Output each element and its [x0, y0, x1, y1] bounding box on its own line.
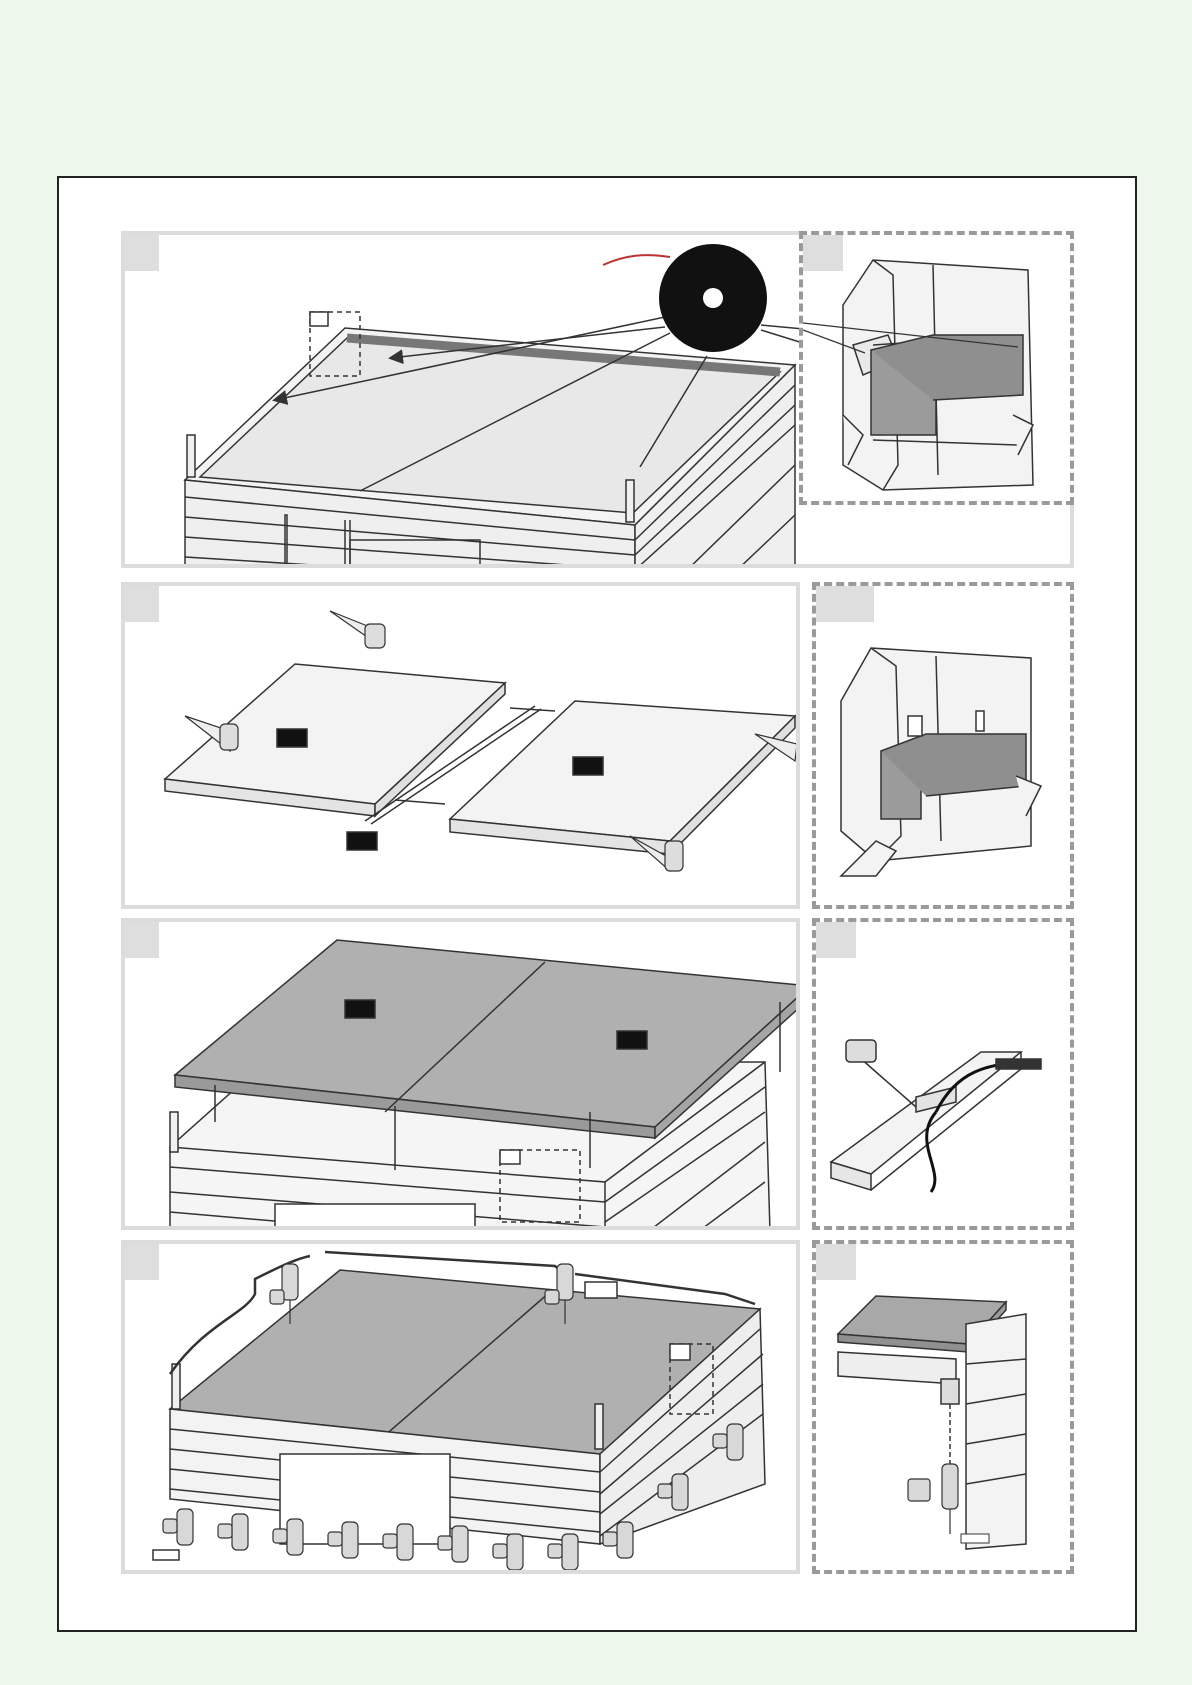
log-corner-detail-illustration: [816, 586, 1074, 909]
step-4-illustration: [125, 1244, 800, 1574]
instruction-sheet: [57, 176, 1137, 1632]
foam-tape-roll-icon: [603, 244, 767, 352]
step-3-detail-panel: [812, 918, 1074, 1230]
step-4-detail-panel: [812, 1240, 1074, 1574]
roof-edge-detail-illustration: [816, 1244, 1074, 1574]
step-2-illustration: [125, 586, 800, 909]
log-corner-detail-illustration: [803, 235, 1074, 505]
step-1-detail-panel: [799, 231, 1074, 505]
step-4-panel: [121, 1240, 800, 1574]
step-3-panel: [121, 918, 800, 1230]
step-3-illustration: [125, 922, 800, 1230]
step-2-panel: [121, 582, 800, 909]
drill-icon: [908, 1464, 958, 1534]
saw-beam-detail-illustration: [816, 922, 1074, 1230]
step-2-detail-panel: [812, 582, 1074, 909]
